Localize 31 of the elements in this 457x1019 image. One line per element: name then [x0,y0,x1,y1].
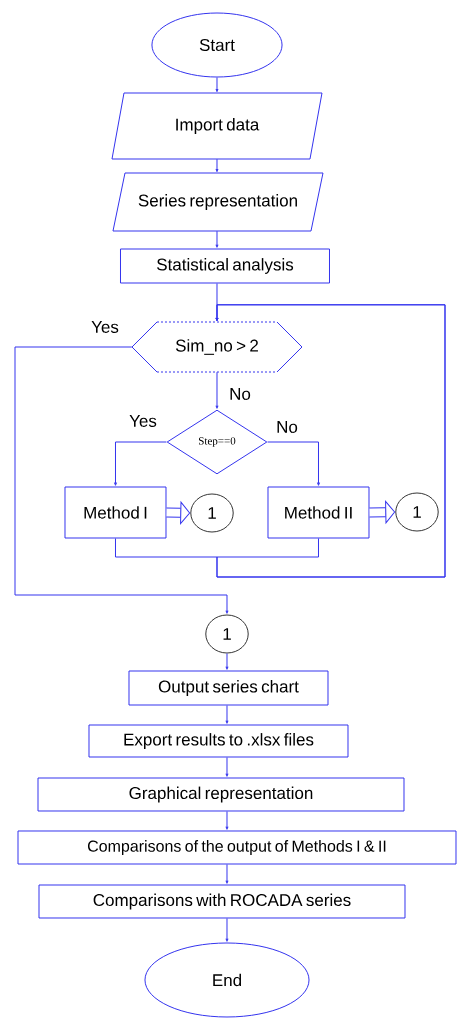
decision-hexagon: Sim_no > 2 [131,321,303,373]
arrow [225,864,229,884]
input-parallelogram: Series representation [112,172,324,232]
process-box: Method I [64,486,167,539]
arrow [215,77,219,93]
edge-label: No [275,420,299,434]
edge-label: Yes [90,320,120,334]
process-box: Comparisons of the output of Methods I & II [17,830,457,865]
arrow [215,230,219,248]
edge-label: No [228,387,252,401]
block-arrow [369,501,396,524]
input-parallelogram: Import data [111,92,323,160]
arrow [225,811,229,830]
process-box: Output series chart [128,670,329,706]
arrow [225,918,229,942]
process-box: Graphical representation [37,777,405,812]
arrow [267,441,320,486]
arrow [114,441,167,486]
arrow [225,757,229,777]
arrow [215,158,219,173]
process-box: Statistical analysis [120,248,330,284]
process-box: Export results to .xlsx files [88,724,349,758]
arrow [215,371,219,409]
edge-label: Yes [128,414,158,428]
process-box: Comparisons with ROCADA series [38,884,406,919]
arrow [215,304,446,578]
process-box: Method II [267,486,370,539]
arrow [225,653,229,670]
arrow [14,346,229,614]
arrow [225,705,229,724]
block-arrow [166,501,191,524]
